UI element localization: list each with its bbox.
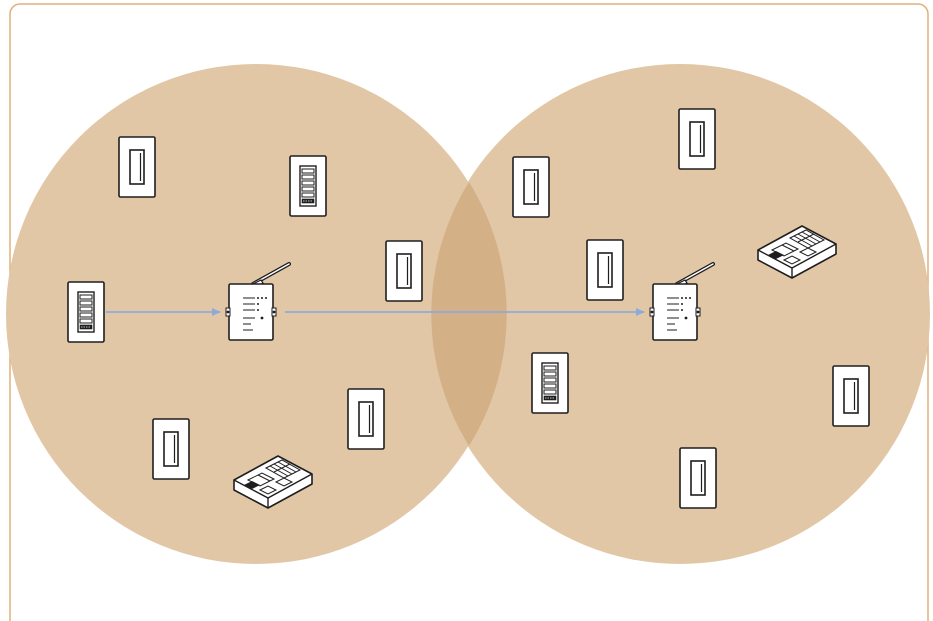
dimmer-icon xyxy=(832,365,870,427)
dimmer-icon xyxy=(586,239,624,301)
dimmer-icon xyxy=(347,388,385,450)
keypad-icon xyxy=(67,281,105,343)
keypad-icon xyxy=(531,352,569,414)
dimmer-icon xyxy=(385,240,423,302)
keypad-icon xyxy=(289,155,327,217)
dimmer-icon xyxy=(512,156,550,218)
dimmer-icon xyxy=(678,108,716,170)
dimmer-icon xyxy=(152,418,190,480)
dimmer-icon xyxy=(118,136,156,198)
zone-overlap xyxy=(431,182,507,446)
dimmer-icon xyxy=(679,447,717,509)
